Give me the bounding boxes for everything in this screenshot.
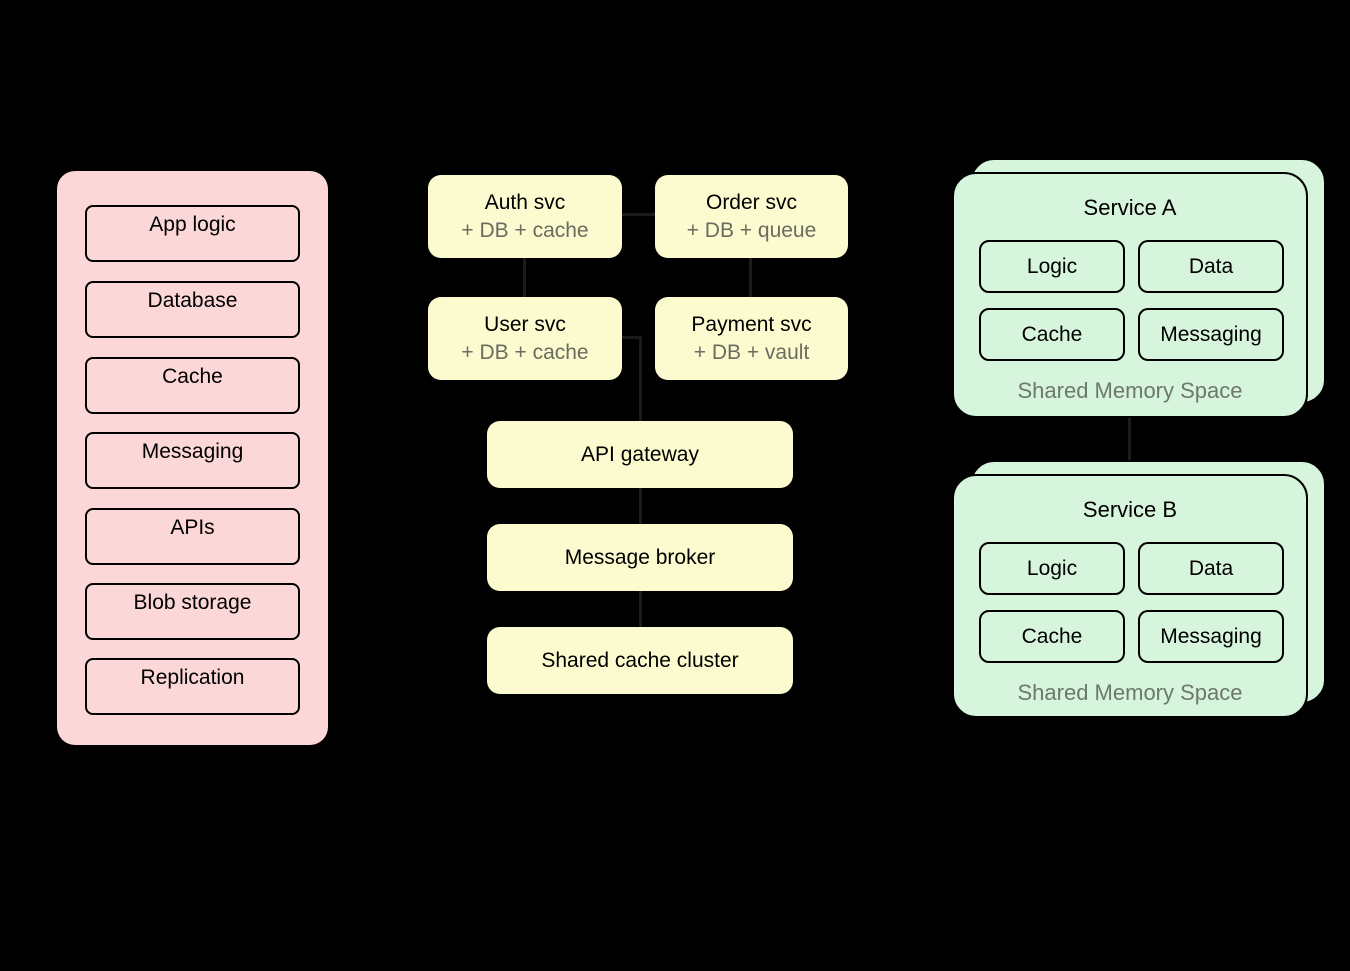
module-data: Data [1138,542,1284,595]
module-data: Data [1138,240,1284,293]
node-api-gateway: API gateway [487,421,793,488]
module-label: Logic [1026,254,1078,278]
service-b-footer: Shared Memory Space [1017,680,1243,705]
stack-item-database: Database [85,281,300,338]
module-logic: Logic [979,542,1125,595]
stack-item-messaging: Messaging [85,432,300,489]
node-auth-svc: Auth svc + DB + cache [428,175,622,258]
module-cache: Cache [979,308,1125,361]
stack-item-label: APIs [170,516,215,539]
connector-order-payment [749,256,752,299]
module-logic: Logic [979,240,1125,293]
stack-item-blob-storage: Blob storage [85,583,300,640]
node-subtitle: + DB + vault [693,341,810,364]
module-cache: Cache [979,610,1125,663]
module-messaging: Messaging [1138,308,1284,361]
service-a-title: Service A [1083,195,1177,220]
module-label: Cache [1021,322,1083,346]
connector-serviceA-serviceB [1128,415,1131,477]
node-title: Message broker [564,545,716,569]
connector-user-elbow [620,336,642,339]
node-subtitle: + DB + queue [686,219,817,242]
node-title: Auth svc [484,191,566,214]
service-b-card: Service B Logic Data Cache Messaging Sha… [952,474,1308,718]
service-a-card: Service A Logic Data Cache Messaging Sha… [952,172,1308,418]
stack-item-cache: Cache [85,357,300,414]
connector-trunk-to-gateway [639,336,642,423]
node-subtitle: + DB + cache [461,341,589,364]
monolith-stack-panel: App logic Database Cache Messaging APIs … [57,171,328,745]
node-title: Shared cache cluster [541,648,739,672]
module-label: Cache [1021,624,1083,648]
node-title: Payment svc [691,313,812,336]
stack-item-app-logic: App logic [85,205,300,262]
node-message-broker: Message broker [487,524,793,591]
module-messaging: Messaging [1138,610,1284,663]
module-label: Messaging [1160,322,1262,346]
connector-broker-cluster [639,589,642,629]
stack-item-label: Database [147,289,238,312]
node-shared-cache-cluster: Shared cache cluster [487,627,793,694]
service-a-footer: Shared Memory Space [1017,378,1243,403]
node-payment-svc: Payment svc + DB + vault [655,297,848,380]
service-b-title: Service B [1082,497,1178,522]
module-label: Data [1188,254,1234,278]
module-label: Data [1188,556,1234,580]
stack-item-label: App logic [149,213,236,236]
stack-item-label: Replication [140,666,245,689]
connector-auth-order [620,213,657,216]
node-user-svc: User svc + DB + cache [428,297,622,380]
module-label: Messaging [1160,624,1262,648]
node-title: User svc [484,313,566,336]
stack-item-label: Blob storage [133,591,252,614]
node-title: Order svc [705,191,797,214]
stack-item-label: Messaging [141,440,244,463]
module-label: Logic [1026,556,1078,580]
node-title: API gateway [581,442,699,466]
node-subtitle: + DB + cache [461,219,589,242]
stack-item-replication: Replication [85,658,300,715]
stack-item-label: Cache [162,365,223,388]
node-order-svc: Order svc + DB + queue [655,175,848,258]
connector-gateway-broker [639,486,642,526]
stack-item-apis: APIs [85,508,300,565]
connector-auth-user [523,256,526,299]
